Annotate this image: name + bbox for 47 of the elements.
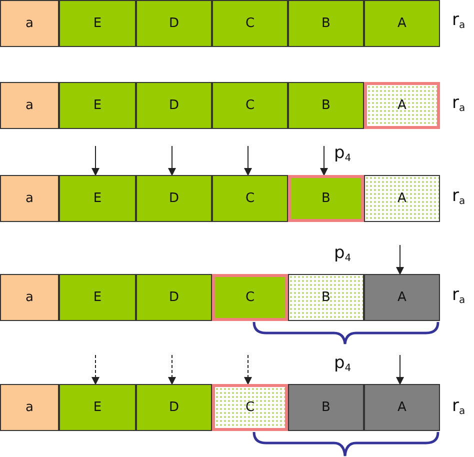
memory-cell: C (212, 384, 288, 431)
memory-cell: D (136, 274, 212, 321)
memory-cell: a (0, 384, 59, 431)
register-label: p$_{4}$ (334, 353, 352, 374)
memory-cell: B (288, 175, 364, 222)
memory-cell: A (364, 384, 440, 431)
memory-cell: E (59, 384, 136, 431)
memory-cell: B (288, 82, 364, 129)
register-label: r$_{a}$ (452, 396, 466, 417)
memory-cell: a (0, 175, 59, 222)
register-label: r$_{a}$ (452, 285, 466, 306)
arrow (244, 354, 252, 385)
memory-cell: C (212, 274, 288, 321)
register-label: p$_{4}$ (334, 243, 352, 264)
memory-cell: C (212, 175, 288, 222)
arrow (244, 146, 252, 176)
memory-cell: A (364, 82, 440, 129)
memory-cell: B (288, 0, 364, 47)
memory-cell: C (212, 82, 288, 129)
memory-cell: A (364, 175, 440, 222)
memory-cell: D (136, 0, 212, 47)
memory-cell: a (0, 0, 59, 47)
memory-cell: D (136, 384, 212, 431)
memory-cell: a (0, 82, 59, 129)
arrow (92, 146, 100, 176)
register-label: r$_{a}$ (452, 93, 466, 114)
arrow (396, 244, 404, 275)
memory-cell: E (59, 82, 136, 129)
memory-cell: E (59, 274, 136, 321)
memory-cell: B (288, 384, 364, 431)
memory-cell: D (136, 82, 212, 129)
register-label: r$_{a}$ (452, 10, 466, 31)
memory-cell: A (364, 274, 440, 321)
memory-cell: E (59, 175, 136, 222)
arrow (320, 146, 328, 176)
memory-cell: B (288, 274, 364, 321)
memory-cell: A (364, 0, 440, 47)
memory-cell: C (212, 0, 288, 47)
arrow (92, 354, 100, 385)
memory-cell: D (136, 175, 212, 222)
register-label: r$_{a}$ (452, 186, 466, 207)
register-label: p$_{4}$ (334, 143, 352, 164)
memory-cell: E (59, 0, 136, 47)
memory-cell: a (0, 274, 59, 321)
arrow (168, 354, 176, 385)
arrow (168, 146, 176, 176)
arrow (396, 354, 404, 385)
